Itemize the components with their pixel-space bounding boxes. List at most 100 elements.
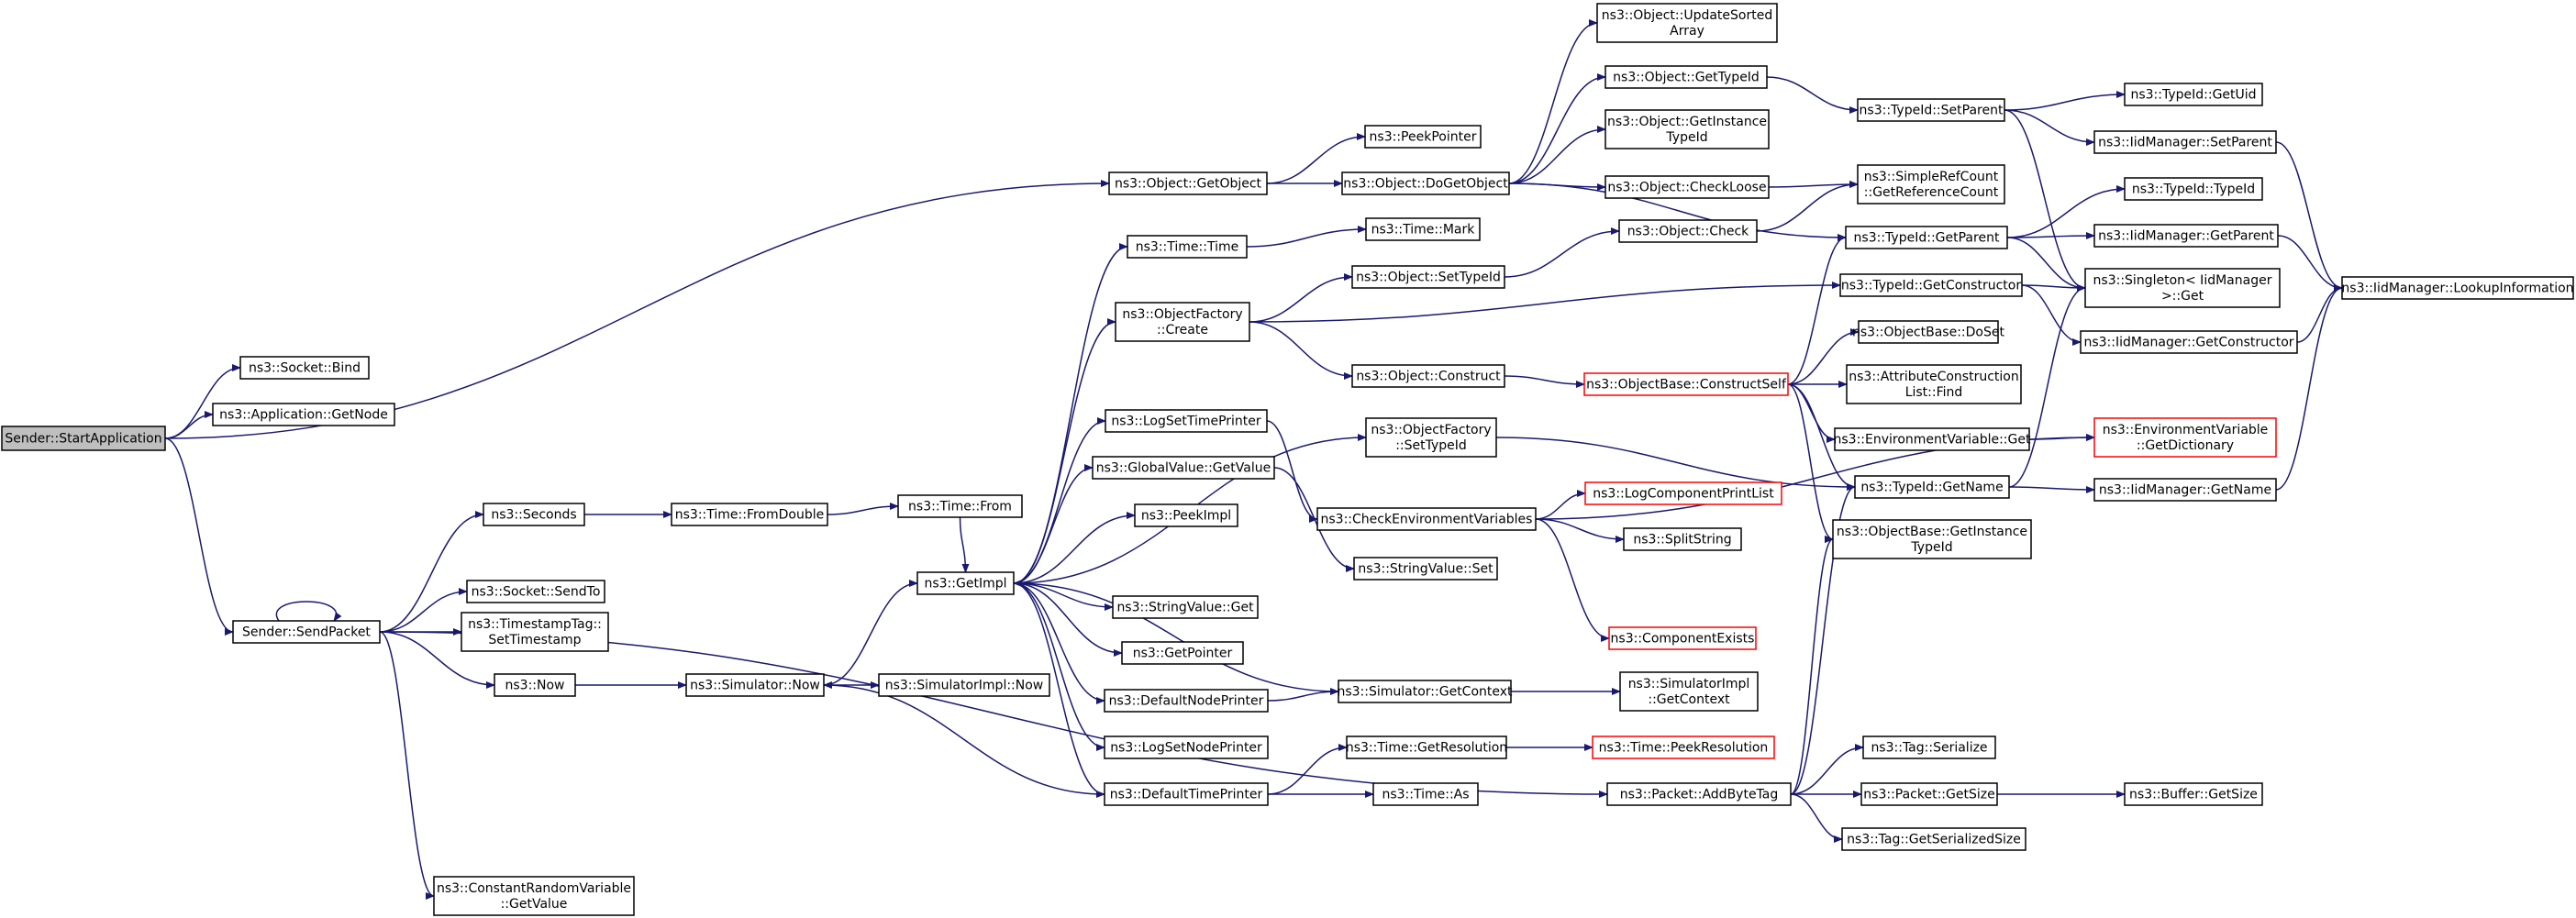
node-logcomponentprintlist[interactable]: ns3::LogComponentPrintList bbox=[1584, 481, 1782, 505]
call-edge-typeid_setparent-to-singleton_get bbox=[2004, 109, 2086, 292]
node-objbase-doset[interactable]: ns3::ObjectBase::DoSet bbox=[1852, 320, 2004, 344]
node-defaultnodeprinter[interactable]: ns3::DefaultNodePrinter bbox=[1104, 689, 1269, 713]
node-obj-construct[interactable]: ns3::Object::Construct bbox=[1351, 364, 1505, 388]
node-label: ns3::TimestampTag:: bbox=[468, 617, 602, 632]
call-edge-constructself-to-typeid_getname bbox=[1787, 383, 1856, 491]
node-label: ns3::Socket::SendTo bbox=[472, 585, 601, 600]
node-box bbox=[466, 580, 605, 603]
node-simimpl-getcontext[interactable]: ns3::SimulatorImpl::GetContext bbox=[1619, 671, 1759, 712]
node-typeid-getparent[interactable]: ns3::TypeId::GetParent bbox=[1845, 226, 2008, 249]
node-typeid-getuid[interactable]: ns3::TypeId::GetUid bbox=[2124, 83, 2263, 106]
node-box bbox=[1121, 641, 1244, 665]
node-label: ns3::Singleton< IidManager bbox=[2093, 273, 2272, 288]
node-obj-checkloose[interactable]: ns3::Object::CheckLoose bbox=[1604, 175, 1770, 199]
call-edge-getimpl-to-gv_getvalue bbox=[1013, 464, 1094, 584]
node-packet-addbytetag[interactable]: ns3::Packet::AddByteTag bbox=[1606, 782, 1792, 806]
node-crv-getvalue[interactable]: ns3::ConstantRandomVariable::GetValue bbox=[433, 876, 635, 916]
node-stringvalue-get[interactable]: ns3::StringValue::Get bbox=[1112, 595, 1259, 619]
node-sendto[interactable]: ns3::Socket::SendTo bbox=[466, 580, 605, 603]
node-typeid-getconstructor[interactable]: ns3::TypeId::GetConstructor bbox=[1839, 273, 2023, 297]
node-box bbox=[2084, 268, 2281, 308]
node-peekpointer[interactable]: ns3::PeekPointer bbox=[1364, 125, 1482, 149]
node-label: Sender::SendPacket bbox=[242, 625, 371, 640]
node-componentexists[interactable]: ns3::ComponentExists bbox=[1608, 626, 1757, 650]
node-objfactory-create[interactable]: ns3::ObjectFactory::Create bbox=[1115, 302, 1250, 342]
call-edge-send_packet-to-packet_addbytetag bbox=[379, 631, 1608, 798]
node-gv-getvalue[interactable]: ns3::GlobalValue::GetValue bbox=[1092, 456, 1275, 480]
node-dogetobject[interactable]: ns3::Object::DoGetObject bbox=[1341, 171, 1510, 195]
node-tag-serialize[interactable]: ns3::Tag::Serialize bbox=[1862, 736, 1996, 759]
node-packet-getsize[interactable]: ns3::Packet::GetSize bbox=[1860, 782, 1998, 806]
node-start-app[interactable]: Sender::StartApplication bbox=[1, 426, 166, 451]
node-box bbox=[1, 426, 166, 451]
node-obj-gettypeid[interactable]: ns3::Object::GetTypeId bbox=[1604, 65, 1768, 89]
node-box bbox=[671, 503, 828, 526]
node-envvar-get[interactable]: ns3::EnvironmentVariable::Get bbox=[1834, 427, 2031, 451]
node-box bbox=[1839, 273, 2023, 297]
node-simimpl-now[interactable]: ns3::SimulatorImpl::Now bbox=[878, 673, 1050, 697]
node-fromdouble[interactable]: ns3::Time::FromDouble bbox=[671, 503, 828, 526]
node-logsetnodeprinter[interactable]: ns3::LogSetNodePrinter bbox=[1104, 736, 1269, 759]
node-label: ns3::Object::SetTypeId bbox=[1356, 271, 1501, 285]
node-sim-getcontext[interactable]: ns3::Simulator::GetContext bbox=[1337, 680, 1513, 703]
node-time-from[interactable]: ns3::Time::From bbox=[897, 494, 1023, 518]
call-edge-defaulttimeprinter-to-time_getres bbox=[1267, 744, 1348, 795]
node-typeid-getname[interactable]: ns3::TypeId::GetName bbox=[1854, 475, 2010, 499]
node-splitstring[interactable]: ns3::SplitString bbox=[1623, 527, 1742, 551]
node-time-getres[interactable]: ns3::Time::GetResolution bbox=[1346, 736, 1507, 759]
node-label: ns3::Object::GetObject bbox=[1115, 177, 1262, 192]
node-typeid-setparent[interactable]: ns3::TypeId::SetParent bbox=[1857, 98, 2005, 122]
node-singleton-get[interactable]: ns3::Singleton< IidManager >::Get bbox=[2084, 268, 2281, 308]
node-iid-getconstructor[interactable]: ns3::IidManager::GetConstructor bbox=[2080, 330, 2298, 354]
node-constructself[interactable]: ns3::ObjectBase::ConstructSelf bbox=[1583, 372, 1789, 396]
call-edge-dogetobject-to-typeid_getparent bbox=[1508, 182, 1847, 241]
node-label: ::SetTypeId bbox=[1395, 438, 1467, 453]
call-edge-objfactory_settypeid-to-typeid_getname bbox=[1495, 437, 1856, 491]
node-seconds[interactable]: ns3::Seconds bbox=[483, 503, 585, 526]
node-time-peekres[interactable]: ns3::Time::PeekResolution bbox=[1592, 736, 1775, 759]
node-iid-getname[interactable]: ns3::IidManager::GetName bbox=[2093, 478, 2277, 502]
node-box bbox=[1618, 219, 1758, 243]
node-sim-now[interactable]: ns3::Simulator::Now bbox=[685, 673, 825, 697]
node-app-getnode[interactable]: ns3::Application::GetNode bbox=[212, 403, 395, 426]
node-send-packet[interactable]: Sender::SendPacket bbox=[232, 620, 381, 644]
node-box bbox=[2093, 417, 2277, 458]
node-label: ns3::ObjectBase::ConstructSelf bbox=[1586, 378, 1787, 393]
node-label: TypeId bbox=[1665, 130, 1707, 145]
node-label: ns3::Buffer::GetSize bbox=[2129, 788, 2258, 802]
node-objfactory-settypeid[interactable]: ns3::ObjectFactory::SetTypeId bbox=[1365, 417, 1497, 458]
node-getpointer[interactable]: ns3::GetPointer bbox=[1121, 641, 1244, 665]
node-label: Array bbox=[1670, 24, 1704, 39]
node-envvar-getdict[interactable]: ns3::EnvironmentVariable::GetDictionary bbox=[2093, 417, 2277, 458]
call-edge-obj_settypeid-to-obj_check bbox=[1504, 227, 1620, 278]
node-tag-getserializedsize[interactable]: ns3::Tag::GetSerializedSize bbox=[1841, 827, 2026, 851]
node-buffer-getsize[interactable]: ns3::Buffer::GetSize bbox=[2124, 782, 2263, 806]
node-socket-bind[interactable]: ns3::Socket::Bind bbox=[239, 356, 370, 380]
node-time-as[interactable]: ns3::Time::As bbox=[1372, 782, 1479, 806]
node-label: ns3::Time::Time bbox=[1136, 240, 1238, 255]
node-obj-getobject[interactable]: ns3::Object::GetObject bbox=[1108, 171, 1268, 195]
node-box bbox=[461, 612, 609, 652]
node-peekimpl[interactable]: ns3::PeekImpl bbox=[1134, 503, 1238, 527]
node-iid-getparent[interactable]: ns3::IidManager::GetParent bbox=[2093, 224, 2279, 248]
node-iid-setparent[interactable]: ns3::IidManager::SetParent bbox=[2093, 130, 2277, 154]
node-logsettimeprinter[interactable]: ns3::LogSetTimePrinter bbox=[1105, 409, 1268, 433]
node-defaulttimeprinter[interactable]: ns3::DefaultTimePrinter bbox=[1104, 782, 1269, 806]
node-obj-check[interactable]: ns3::Object::Check bbox=[1618, 219, 1758, 243]
node-getimpl[interactable]: ns3::GetImpl bbox=[916, 571, 1015, 595]
node-typeid-typeid[interactable]: ns3::TypeId::TypeId bbox=[2124, 177, 2263, 201]
node-simplerefcount[interactable]: ns3::SimpleRefCount::GetReferenceCount bbox=[1857, 164, 2005, 205]
node-now[interactable]: ns3::Now bbox=[494, 673, 576, 697]
node-ts-tag[interactable]: ns3::TimestampTag::SetTimestamp bbox=[461, 612, 609, 652]
node-stringvalue-set[interactable]: ns3::StringValue::Set bbox=[1353, 557, 1498, 581]
node-time-time[interactable]: ns3::Time::Time bbox=[1127, 235, 1248, 259]
node-time-mark[interactable]: ns3::Time::Mark bbox=[1365, 217, 1481, 241]
node-checkenv[interactable]: ns3::CheckEnvironmentVariables bbox=[1316, 507, 1537, 531]
node-obj-settypeid[interactable]: ns3::Object::SetTypeId bbox=[1351, 265, 1505, 289]
node-box bbox=[494, 673, 576, 697]
node-iid-lookupinfo[interactable]: ns3::IidManager::LookupInformation bbox=[2341, 276, 2574, 300]
